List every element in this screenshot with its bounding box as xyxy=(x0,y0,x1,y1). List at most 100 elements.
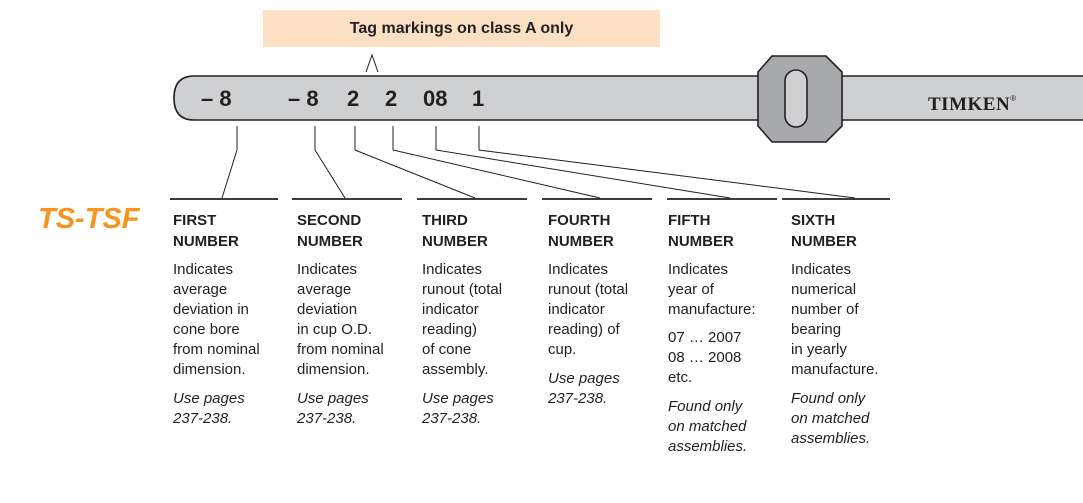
code-sixth: 1 xyxy=(472,86,485,111)
column-heading: THIRD NUMBER xyxy=(422,210,540,252)
heading-line: FIRST xyxy=(173,212,217,229)
tag-clamp-loop xyxy=(784,69,808,128)
description-line: cone bore xyxy=(173,321,240,338)
column-heading: FIRST NUMBER xyxy=(173,210,291,252)
class-a-callout: Tag markings on class A only xyxy=(263,10,660,47)
series-title: TS-TSF xyxy=(38,203,140,235)
description-line: runout (total xyxy=(422,281,503,298)
column-description: Indicates numerical number of bearing in… xyxy=(791,260,909,380)
description-line: dimension. xyxy=(297,361,370,378)
note-line: on matched xyxy=(668,418,747,435)
note-line: 237-238. xyxy=(297,410,357,427)
description-line: in yearly xyxy=(791,341,847,358)
description-line: manufacture: xyxy=(668,301,756,318)
column-heading: FIFTH NUMBER xyxy=(668,210,786,252)
column-note: Use pages 237-238. xyxy=(297,389,415,429)
column-sixth: SIXTH NUMBER Indicates numerical number … xyxy=(791,210,909,449)
description-line: Indicates xyxy=(422,261,483,278)
description-line: from nominal xyxy=(173,341,260,358)
leader-first xyxy=(221,126,238,199)
description-line: of cone xyxy=(422,341,472,358)
heading-line: NUMBER xyxy=(297,233,363,250)
leader-second xyxy=(314,126,346,199)
description-line: bearing xyxy=(791,321,842,338)
description-line: Indicates xyxy=(668,261,729,278)
heading-line: NUMBER xyxy=(173,233,239,250)
description-line: from nominal xyxy=(297,341,384,358)
description-line: average xyxy=(297,281,352,298)
column-note: Use pages 237-238. xyxy=(422,389,540,429)
description-line: average xyxy=(173,281,228,298)
heading-line: NUMBER xyxy=(668,233,734,250)
note-line: on matched xyxy=(791,410,870,427)
description-line: cup. xyxy=(548,341,577,358)
note-line: Found only xyxy=(791,390,866,407)
column-fifth: FIFTH NUMBER Indicates year of manufactu… xyxy=(668,210,786,457)
column-description: Indicates runout (total indicator readin… xyxy=(422,260,540,380)
code-fourth: 2 xyxy=(385,86,398,111)
column-description: Indicates runout (total indicator readin… xyxy=(548,260,666,360)
year-code-line: 08 … 2008 xyxy=(668,349,742,366)
description-line: dimension. xyxy=(173,361,246,378)
column-description: Indicates average deviation in cup O.D. … xyxy=(297,260,415,380)
code-first: – 8 xyxy=(201,86,232,111)
leader-lines xyxy=(221,126,856,199)
registered-mark: ® xyxy=(1010,94,1017,103)
description-line: indicator xyxy=(422,301,479,318)
description-line: deviation xyxy=(297,301,358,318)
heading-line: NUMBER xyxy=(422,233,488,250)
column-heading: FOURTH NUMBER xyxy=(548,210,666,252)
column-note: Use pages 237-238. xyxy=(548,369,666,409)
description-line: Indicates xyxy=(173,261,234,278)
description-line: numerical xyxy=(791,281,857,298)
heading-line: FIFTH xyxy=(668,212,711,229)
note-line: 237-238. xyxy=(173,410,233,427)
leader-fourth xyxy=(392,126,601,199)
year-code-line: 07 … 2007 xyxy=(668,329,742,346)
column-third: THIRD NUMBER Indicates runout (total ind… xyxy=(422,210,540,429)
description-line: Indicates xyxy=(548,261,609,278)
description-line: number of xyxy=(791,301,859,318)
heading-line: SIXTH xyxy=(791,212,836,229)
tag-strip xyxy=(173,75,1083,121)
column-first: FIRST NUMBER Indicates average deviation… xyxy=(173,210,291,429)
leader-third xyxy=(354,126,476,199)
heading-line: SECOND xyxy=(297,212,362,229)
column-heading: SIXTH NUMBER xyxy=(791,210,909,252)
note-line: assemblies. xyxy=(791,430,871,447)
column-second: SECOND NUMBER Indicates average deviatio… xyxy=(297,210,415,429)
note-line: Found only xyxy=(668,398,743,415)
note-line: Use pages xyxy=(173,390,245,407)
column-description: Indicates year of manufacture: xyxy=(668,260,786,320)
note-line: assemblies. xyxy=(668,438,748,455)
column-heading: SECOND NUMBER xyxy=(297,210,415,252)
note-line: Use pages xyxy=(548,370,620,387)
note-line: 237-238. xyxy=(548,390,608,407)
code-fifth: 08 xyxy=(423,86,448,111)
note-line: Use pages xyxy=(297,390,369,407)
column-note: Found only on matched assemblies. xyxy=(791,389,909,449)
column-note: Use pages 237-238. xyxy=(173,389,291,429)
description-line: manufacture. xyxy=(791,361,879,378)
note-line: 237-238. xyxy=(422,410,482,427)
column-fourth: FOURTH NUMBER Indicates runout (total in… xyxy=(548,210,666,409)
callout-caret xyxy=(365,53,379,73)
description-line: runout (total xyxy=(548,281,629,298)
leader-sixth xyxy=(478,126,856,199)
year-code-line: etc. xyxy=(668,369,693,386)
description-line: in cup O.D. xyxy=(297,321,373,338)
description-line: deviation in xyxy=(173,301,249,318)
description-line: reading) xyxy=(422,321,478,338)
year-codes: 07 … 2007 08 … 2008 etc. xyxy=(668,328,786,388)
column-note: Found only on matched assemblies. xyxy=(668,397,786,457)
description-line: Indicates xyxy=(791,261,852,278)
heading-line: THIRD xyxy=(422,212,468,229)
description-line: Indicates xyxy=(297,261,358,278)
code-second: – 8 xyxy=(288,86,319,111)
code-third: 2 xyxy=(347,86,360,111)
heading-line: FOURTH xyxy=(548,212,611,229)
leader-fifth xyxy=(435,126,731,199)
description-line: indicator xyxy=(548,301,605,318)
description-line: reading) of xyxy=(548,321,620,338)
